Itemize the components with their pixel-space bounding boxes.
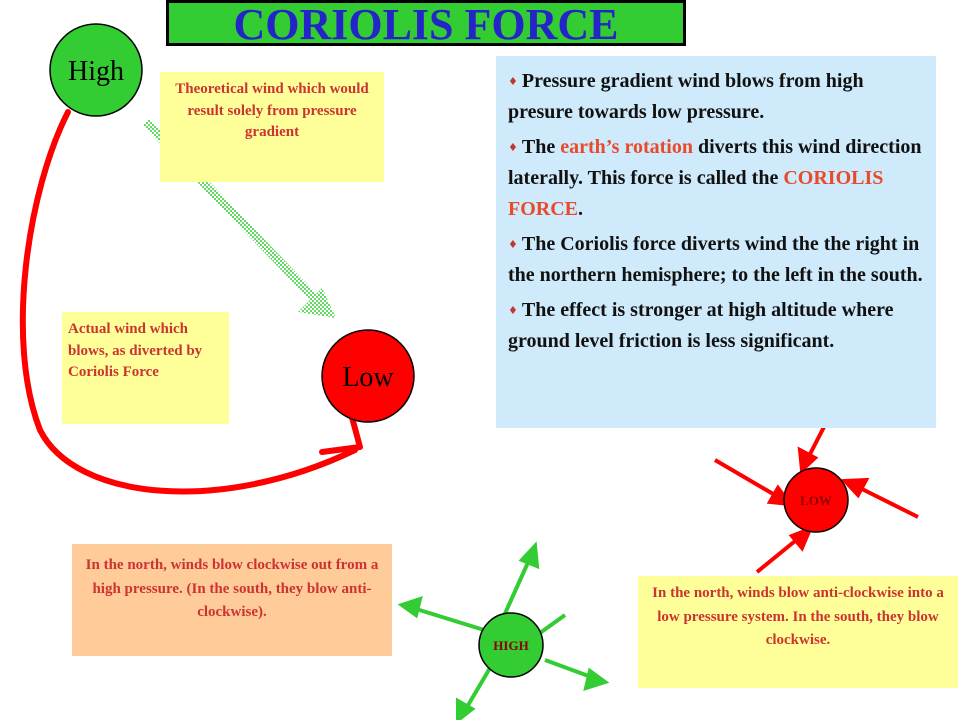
high-pressure-node	[49, 23, 143, 117]
info-point-1: ♦Pressure gradient wind blows from high …	[508, 70, 864, 123]
diamond-bullet-icon: ♦	[508, 75, 518, 88]
small-low-label: LOW	[800, 493, 832, 508]
theoretical-wind-label: Theoretical wind which would result sole…	[160, 72, 384, 182]
info-text: ♦Pressure gradient wind blows from high …	[508, 66, 933, 361]
title-banner: CORIOLIS FORCE	[166, 0, 686, 49]
small-high-label: HIGH	[493, 638, 528, 653]
info-panel	[496, 56, 936, 428]
north-low-note: In the north, winds blow anti-clockwise …	[638, 576, 958, 688]
diamond-bullet-icon: ♦	[508, 238, 518, 251]
diamond-bullet-icon: ♦	[508, 304, 518, 317]
low-inflow-arrows	[713, 389, 919, 574]
info-point-3: ♦The Coriolis force diverts wind the the…	[508, 233, 923, 286]
page-title: CORIOLIS FORCE	[233, 0, 619, 49]
actual-wind-label: Actual wind which blows, as diverted by …	[62, 312, 229, 424]
high-label: High	[68, 56, 124, 87]
info-point-2: ♦The earth’s rotation diverts this wind …	[508, 136, 922, 220]
diamond-bullet-icon: ♦	[508, 141, 518, 154]
north-high-note: In the north, winds blow clockwise out f…	[72, 544, 392, 656]
info-point-4: ♦The effect is stronger at high altitude…	[508, 299, 894, 352]
actual-wind-arrow	[19, 109, 363, 495]
low-pressure-node	[321, 329, 415, 423]
small-low-node	[783, 467, 849, 533]
small-high-node	[478, 612, 544, 678]
low-label: Low	[342, 362, 394, 393]
